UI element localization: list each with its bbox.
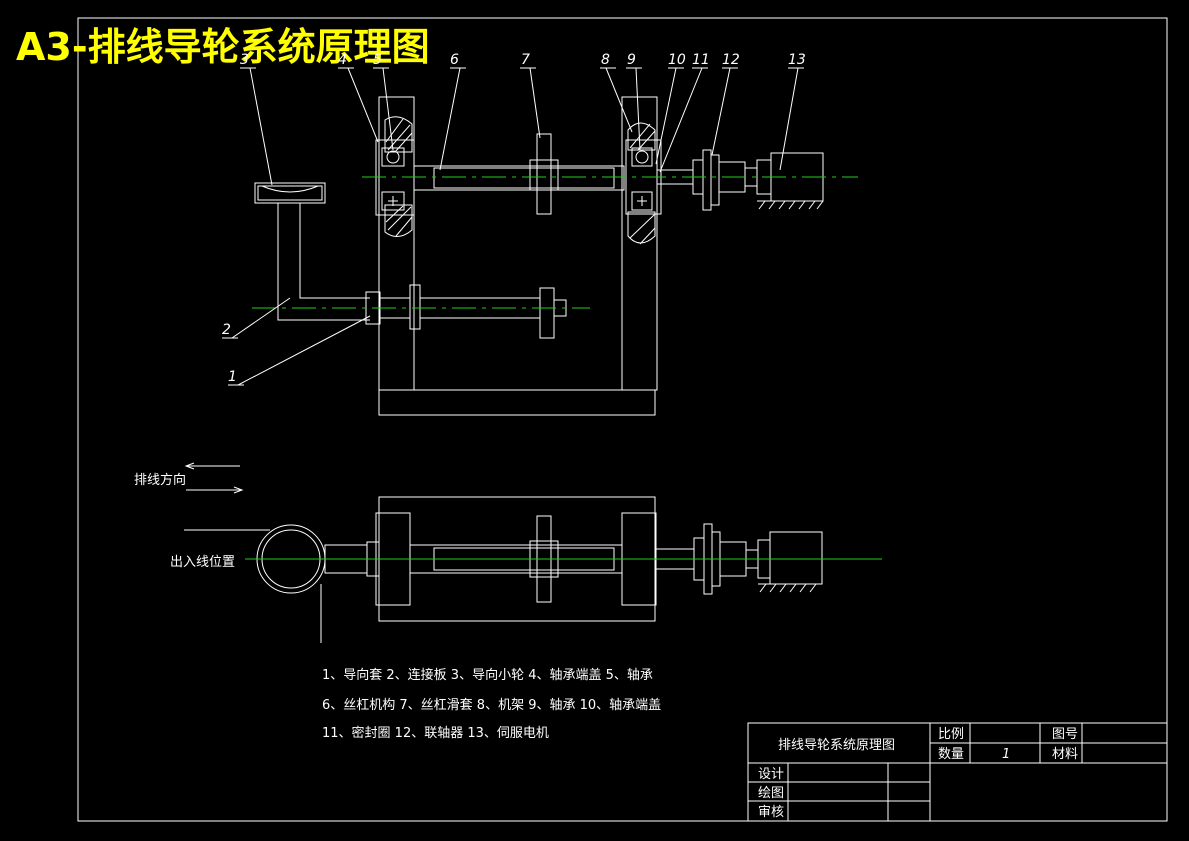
svg-text:13: 13: [788, 52, 806, 68]
svg-text:1: 1: [1002, 747, 1010, 762]
svg-text:9: 9: [627, 52, 636, 68]
drawing-border: [77, 17, 1168, 822]
sheet-title: A3-排线导轮系统原理图: [16, 25, 430, 69]
svg-text:设计: 设计: [758, 767, 784, 782]
top-view: 排线方向 出入线位置: [134, 462, 882, 643]
svg-text:11、密封圈 12、联轴器 13、伺服电机: 11、密封圈 12、联轴器 13、伺服电机: [322, 725, 549, 741]
svg-text:1: 1: [228, 369, 237, 385]
in-out-label: 出入线位置: [170, 555, 235, 570]
svg-text:2: 2: [222, 322, 231, 338]
front-view: 3 4 5 6 7 8 9 10 11 12 13 2 1: [222, 52, 858, 416]
parts-legend: 1、导向套 2、连接板 3、导向小轮 4、轴承端盖 5、轴承 6、丝杠机构 7、…: [322, 667, 661, 741]
svg-text:10: 10: [668, 52, 686, 68]
drawing-name: 排线导轮系统原理图: [778, 738, 895, 753]
svg-text:6、丝杠机构 7、丝杠滑套 8、机架 9、轴承 10、轴承端: 6、丝杠机构 7、丝杠滑套 8、机架 9、轴承 10、轴承端盖: [322, 697, 661, 713]
svg-text:数量: 数量: [938, 747, 964, 762]
svg-text:绘图: 绘图: [758, 786, 784, 801]
leader-lines: [222, 67, 804, 386]
svg-text:5: 5: [373, 52, 382, 68]
direction-label: 排线方向: [134, 472, 186, 488]
svg-text:1、导向套 2、连接板 3、导向小轮 4、轴承端盖 5、轴: 1、导向套 2、连接板 3、导向小轮 4、轴承端盖 5、轴承: [322, 667, 653, 683]
svg-text:审核: 审核: [758, 805, 784, 820]
svg-text:图号: 图号: [1052, 727, 1078, 742]
svg-text:11: 11: [692, 52, 710, 68]
svg-text:比例: 比例: [938, 727, 964, 742]
svg-text:6: 6: [450, 52, 459, 68]
svg-text:7: 7: [521, 52, 530, 68]
svg-text:材料: 材料: [1052, 747, 1078, 762]
title-block: 排线导轮系统原理图 比例 图号 数量 1 材料 设计 绘图 审核: [747, 722, 1168, 822]
svg-text:12: 12: [722, 52, 740, 68]
svg-text:8: 8: [601, 52, 610, 68]
svg-text:4: 4: [338, 52, 347, 68]
part-number-labels: 3 4 5 6 7 8 9 10 11 12 13 2 1: [222, 52, 806, 385]
svg-text:3: 3: [240, 52, 249, 68]
